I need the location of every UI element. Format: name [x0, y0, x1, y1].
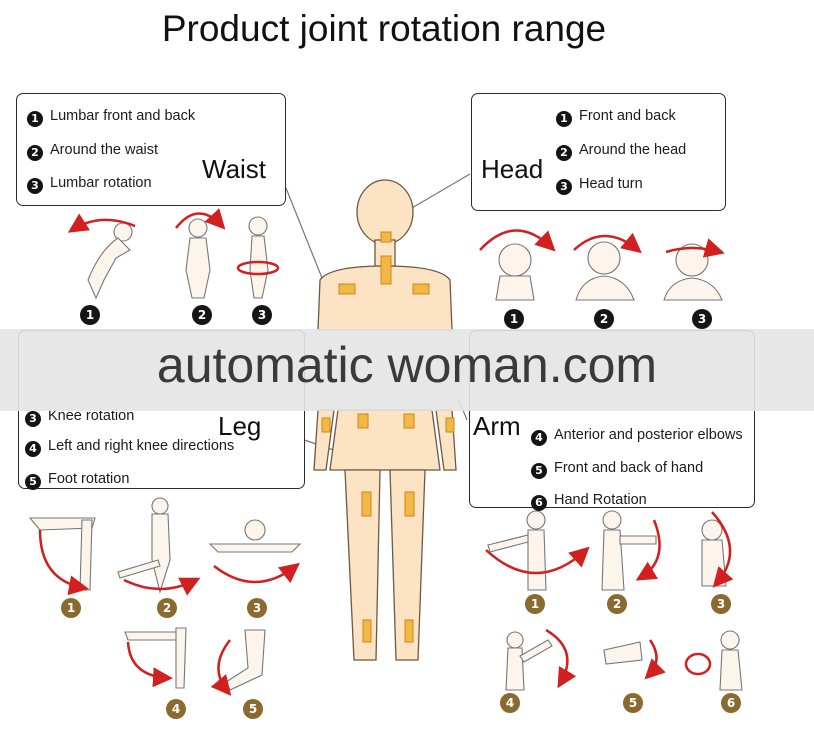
head-item-3-label: Head turn: [579, 176, 643, 192]
arm-item-6-label: Hand Rotation: [554, 492, 647, 508]
head-pose-number-2: 2: [594, 309, 614, 329]
arm-item-4: 4 Anterior and posterior elbows: [531, 427, 743, 446]
waist-rotation-arrows: [67, 208, 280, 276]
head-heading: Head: [481, 154, 544, 184]
waist-item-1: 1 Lumbar front and back: [27, 108, 195, 127]
waist-item-1-number: 1: [27, 111, 43, 127]
head-item-2-label: Around the head: [579, 142, 687, 158]
leg-item-5-number: 5: [25, 474, 41, 490]
arm-pose-number-6: 6: [721, 693, 741, 713]
watermark-band: [0, 329, 814, 411]
head-item-1: 1 Front and back: [556, 108, 676, 127]
waist-pose-number-2: 2: [192, 305, 212, 325]
arm-pose-number-2: 2: [607, 594, 627, 614]
arm-pose-sketches: [487, 510, 743, 691]
waist-pose-number-1: 1: [80, 305, 100, 325]
waist-item-3: 3 Lumbar rotation: [27, 175, 152, 194]
arm-rotation-arrows: [485, 511, 734, 689]
leg-pose-number-4: 4: [166, 699, 186, 719]
arm-pose-number-3: 3: [711, 594, 731, 614]
watermark-text: automatic woman.com: [156, 337, 658, 393]
leg-item-3: 3 Knee rotation: [25, 408, 134, 427]
arm-pose-number-4: 4: [500, 693, 520, 713]
head-rotation-arrows: [479, 229, 725, 258]
arm-pose-number-1: 1: [525, 594, 545, 614]
waist-item-2: 2 Around the waist: [27, 142, 158, 161]
leg-pose-number-5: 5: [243, 699, 263, 719]
page-title: Product joint rotation range: [161, 8, 607, 49]
leg-rotation-arrows: [38, 529, 300, 696]
arm-item-4-label: Anterior and posterior elbows: [554, 427, 743, 443]
waist-item-3-label: Lumbar rotation: [50, 175, 152, 191]
leg-item-3-label: Knee rotation: [48, 408, 135, 424]
waist-item-2-number: 2: [27, 145, 43, 161]
head-item-3: 3 Head turn: [556, 176, 643, 195]
leg-item-4: 4 Left and right knee directions: [25, 438, 234, 457]
leg-item-4-number: 4: [25, 441, 41, 457]
leg-item-3-number: 3: [25, 411, 41, 427]
arm-item-5-label: Front and back of hand: [554, 460, 704, 476]
leg-pose-number-3: 3: [247, 598, 267, 618]
waist-heading: Waist: [202, 154, 267, 184]
waist-pose-number-3: 3: [252, 305, 272, 325]
leg-pose-sketches: [28, 497, 302, 691]
leg-heading: Leg: [218, 411, 262, 441]
arm-heading: Arm: [473, 411, 521, 441]
arm-item-6: 6 Hand Rotation: [531, 492, 647, 511]
leg-pose-number-1: 1: [61, 598, 81, 618]
leg-item-5: 5 Foot rotation: [25, 471, 129, 490]
arm-pose-number-5: 5: [623, 693, 643, 713]
waist-item-1-label: Lumbar front and back: [50, 108, 196, 124]
waist-pose-sketches: [87, 216, 269, 300]
head-item-1-number: 1: [556, 111, 572, 127]
leg-item-5-label: Foot rotation: [48, 471, 130, 487]
arm-item-5-number: 5: [531, 463, 547, 479]
waist-item-3-number: 3: [27, 178, 43, 194]
head-pose-number-3: 3: [692, 309, 712, 329]
leg-item-4-label: Left and right knee directions: [48, 438, 235, 454]
mannequin-figure: [313, 179, 457, 661]
arm-item-5: 5 Front and back of hand: [531, 460, 703, 479]
arm-item-4-number: 4: [531, 430, 547, 446]
joint-markers: [321, 231, 455, 643]
head-item-2: 2 Around the head: [556, 142, 686, 161]
head-pose-sketches: [495, 241, 723, 301]
arm-item-6-number: 6: [531, 495, 547, 511]
head-item-1-label: Front and back: [579, 108, 676, 124]
head-item-3-number: 3: [556, 179, 572, 195]
head-item-2-number: 2: [556, 145, 572, 161]
waist-info-box: 1 Lumbar front and back 2 Around the waist…: [16, 93, 286, 206]
head-pose-number-1: 1: [504, 309, 524, 329]
waist-item-2-label: Around the waist: [50, 142, 159, 158]
leg-pose-number-2: 2: [157, 598, 177, 618]
